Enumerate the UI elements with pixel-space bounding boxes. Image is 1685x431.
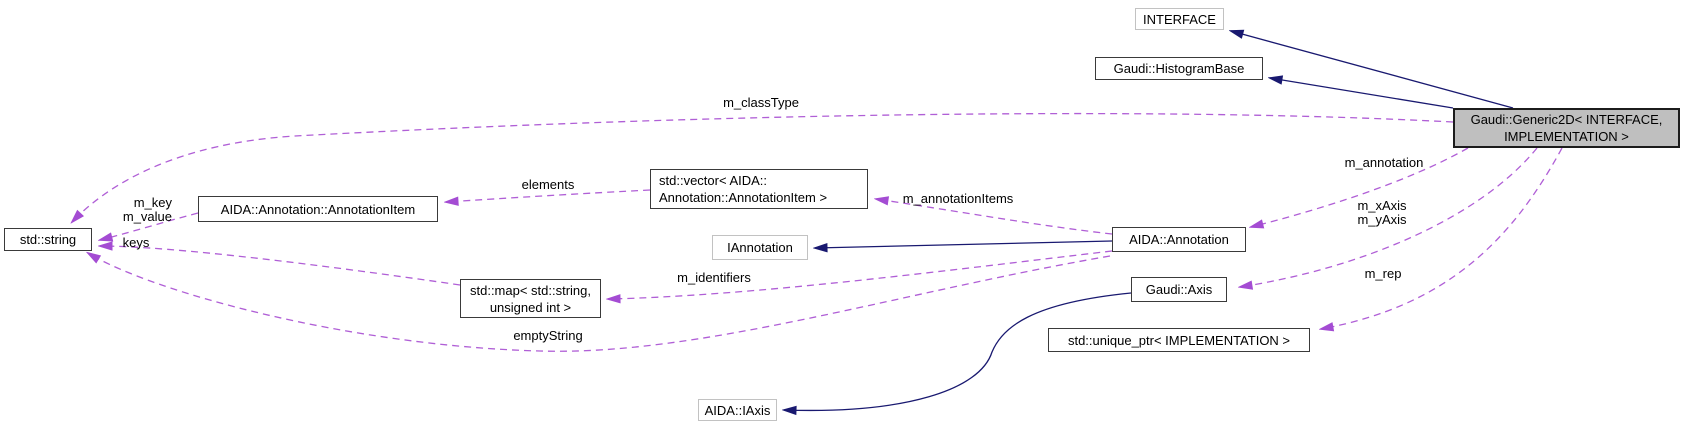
edge-keys [100, 246, 461, 286]
edge-m-classtype [72, 112, 1454, 222]
node-std-vector-annotationitem[interactable]: std::vector< AIDA:: Annotation::Annotati… [650, 169, 868, 209]
node-std-map[interactable]: std::map< std::string, unsigned int > [460, 279, 601, 318]
node-aida-annotationitem[interactable]: AIDA::Annotation::AnnotationItem [198, 196, 438, 222]
edge-m-annotationitems [876, 199, 1113, 235]
node-gaudi-histogrambase[interactable]: Gaudi::HistogramBase [1095, 57, 1263, 80]
node-aida-iaxis[interactable]: AIDA::IAxis [698, 399, 777, 421]
node-std-string[interactable]: std::string [4, 228, 92, 251]
edge-m-xaxis-m-yaxis [1240, 147, 1538, 287]
edge-emptystring [88, 253, 1111, 352]
node-aida-annotation[interactable]: AIDA::Annotation [1112, 227, 1246, 252]
edge-m-key-m-value [100, 212, 199, 240]
edge-m-rep [1321, 147, 1563, 329]
edge-m-annotation [1251, 147, 1469, 227]
edge-inherit-interface [1231, 31, 1514, 109]
edge-inherit-histogrambase [1270, 78, 1454, 109]
edge-inherit-iannotation [815, 240, 1113, 248]
edge-elements [446, 189, 651, 202]
edge-inherit-iaxis [784, 292, 1132, 410]
node-interface[interactable]: INTERFACE [1135, 8, 1224, 30]
node-iannotation[interactable]: IAnnotation [712, 235, 808, 260]
node-gaudi-axis[interactable]: Gaudi::Axis [1131, 277, 1227, 302]
node-gaudi-generic2d[interactable]: Gaudi::Generic2D< INTERFACE, IMPLEMENTAT… [1453, 108, 1680, 148]
node-std-unique-ptr[interactable]: std::unique_ptr< IMPLEMENTATION > [1048, 328, 1310, 352]
edge-m-identifiers [608, 250, 1113, 299]
